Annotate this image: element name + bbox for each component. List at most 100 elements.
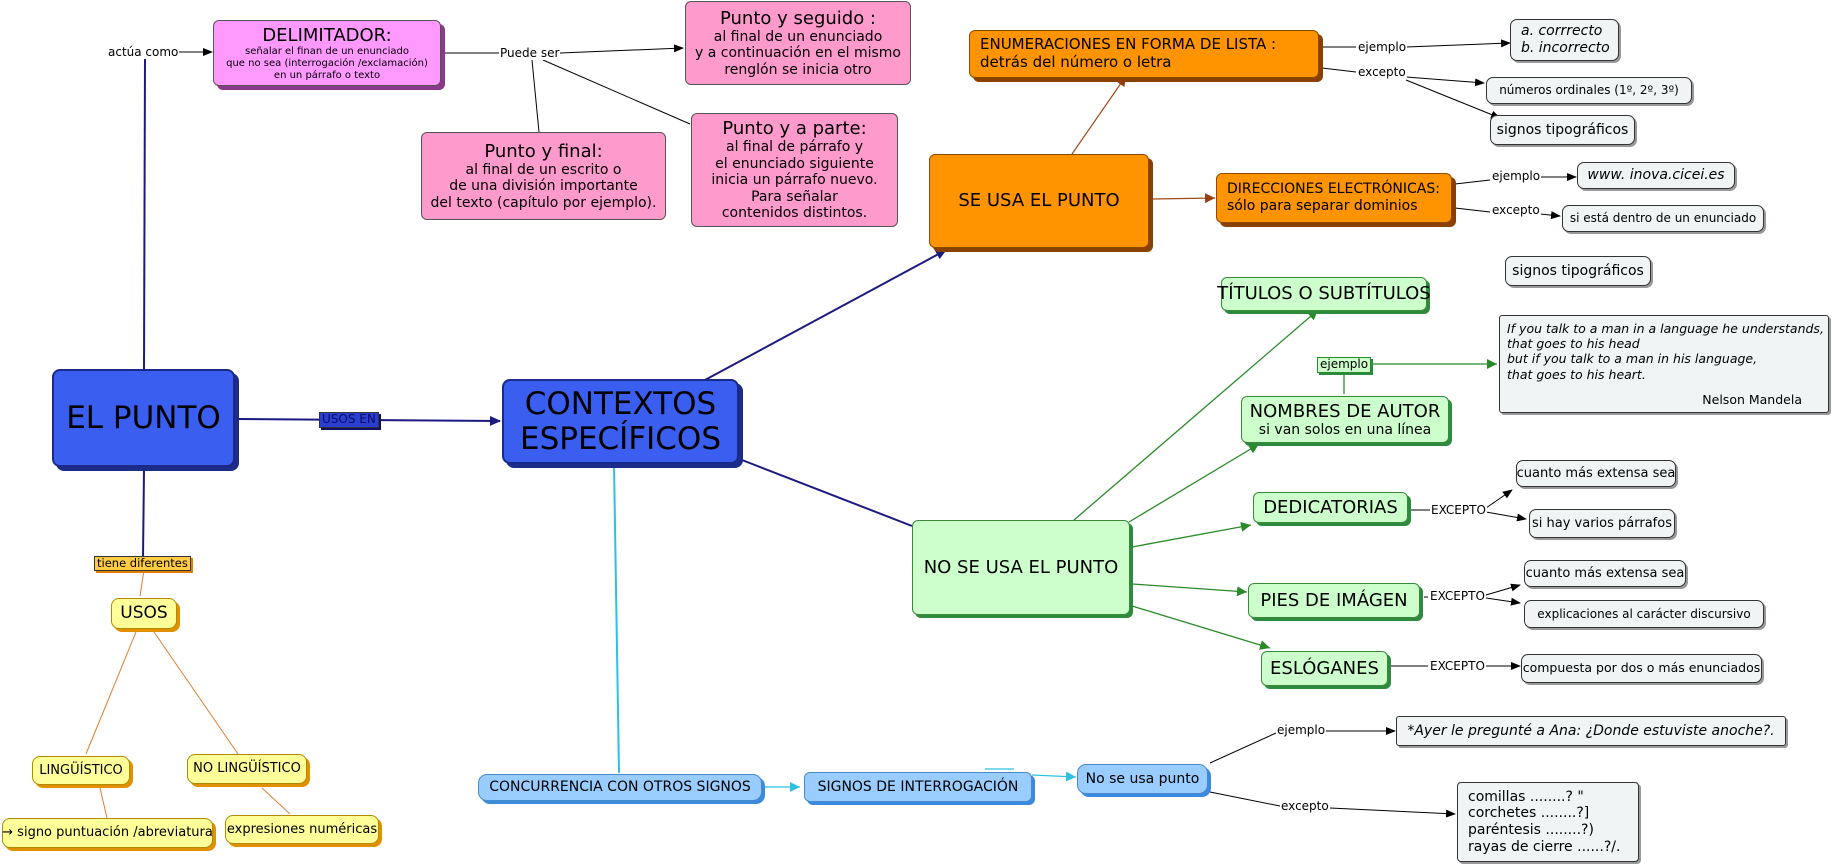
node-comillas[interactable]: comillas ........? " corchetes ........?… xyxy=(1457,782,1639,862)
node-esloganes-text: ESLÓGANES xyxy=(1270,657,1379,679)
node-el-punto[interactable]: EL PUNTO xyxy=(52,369,235,467)
node-nombres-autor[interactable]: NOMBRES DE AUTOR si van solos en una lín… xyxy=(1241,396,1449,443)
node-expresiones[interactable]: expresiones numéricas xyxy=(225,815,379,844)
node-comillas-line1: comillas ........? " xyxy=(1468,788,1584,805)
connector-excepto-explicaciones xyxy=(1485,597,1521,606)
node-compuesta[interactable]: compuesta por dos o más enunciados xyxy=(1521,654,1762,683)
node-enumeraciones[interactable]: ENUMERACIONES EN FORMA DE LISTA : detrás… xyxy=(969,30,1319,78)
node-se-usa[interactable]: SE USA EL PUNTO xyxy=(929,154,1149,248)
node-punto-final-line1: al final de un escrito o xyxy=(465,161,622,178)
node-punto-aparte[interactable]: Punto y a parte: al final de párrafo y e… xyxy=(691,113,898,227)
node-ayer[interactable]: *Ayer le pregunté a Ana: ¿Donde estuvist… xyxy=(1396,716,1786,746)
node-direcciones[interactable]: DIRECCIONES ELECTRÓNICAS: sólo para sepa… xyxy=(1216,173,1452,223)
node-concurrencia[interactable]: CONCURRENCIA CON OTROS SIGNOS xyxy=(478,774,762,801)
node-varios-parrafos-text: si hay varios párrafos xyxy=(1532,515,1672,531)
node-el-punto-text: EL PUNTO xyxy=(66,399,221,436)
connector-excepto-signos xyxy=(1405,79,1501,119)
connector-nousapunto-excepto xyxy=(1209,791,1281,807)
label-puede-ser: Puede ser xyxy=(499,46,561,61)
node-extensa-1-text: cuanto más extensa sea xyxy=(1516,465,1676,481)
node-no-linguistico[interactable]: NO LINGÜÍSTICO xyxy=(187,754,307,784)
node-titulos-text: TÍTULOS O SUBTÍTULOS xyxy=(1217,283,1431,305)
node-comillas-line3: paréntesis ........?) xyxy=(1468,822,1594,838)
node-no-se-usa-text: NO SE USA EL PUNTO xyxy=(923,556,1119,578)
node-varios-parrafos[interactable]: si hay varios párrafos xyxy=(1529,509,1675,538)
node-enumeraciones-line1: ENUMERACIONES EN FORMA DE LISTA : xyxy=(980,35,1277,54)
node-cita-line1: If you talk to a man in a language he un… xyxy=(1507,320,1824,336)
node-interrogacion[interactable]: SIGNOS DE INTERROGACIÓN xyxy=(804,772,1032,802)
node-linguistico[interactable]: LINGÜÍSTICO xyxy=(32,756,130,785)
node-usos-text: USOS xyxy=(120,603,168,624)
node-titulos[interactable]: TÍTULOS O SUBTÍTULOS xyxy=(1217,277,1431,311)
connector-dir-ejemplo xyxy=(1454,179,1491,185)
node-contextos-line1: CONTEXTOS xyxy=(524,386,717,423)
node-enum-ejemplo[interactable]: a. corrrecto b. incorrecto xyxy=(1510,19,1619,61)
node-comillas-line4: rayas de cierre ......?/. xyxy=(1468,838,1621,855)
node-concurrencia-text: CONCURRENCIA CON OTROS SIGNOS xyxy=(489,779,751,796)
node-signos-tipograficos-1-text: signos tipográficos xyxy=(1496,121,1629,138)
node-punto-aparte-line4: Para señalar xyxy=(751,188,838,205)
node-extensa-1[interactable]: cuanto más extensa sea xyxy=(1516,460,1676,487)
connector-nousapunto-ejemplo xyxy=(1209,732,1277,764)
connector-puede-final xyxy=(531,59,540,133)
node-no-se-usa-punto[interactable]: No se usa punto xyxy=(1077,764,1208,794)
node-signos-tipograficos-2[interactable]: signos tipográficos xyxy=(1505,256,1651,286)
label-usos-en: USOS EN xyxy=(319,412,379,428)
node-linguistico-text: LINGÜÍSTICO xyxy=(39,762,123,778)
node-dedicatorias[interactable]: DEDICATORIAS xyxy=(1253,492,1408,523)
node-contextos-line2: ESPECÍFICOS xyxy=(519,420,722,457)
node-punto-final-title: Punto y final: xyxy=(484,140,603,162)
connector-punto-usos xyxy=(142,469,145,559)
connector-nousa-titulos xyxy=(1073,309,1319,521)
connector-contextos-seusa xyxy=(704,249,947,381)
label-pies-excepto: EXCEPTO xyxy=(1429,589,1486,604)
node-no-se-usa[interactable]: NO SE USA EL PUNTO xyxy=(912,520,1130,615)
node-punto-aparte-line1: al final de párrafo y xyxy=(725,139,864,156)
node-pies-imagen[interactable]: PIES DE IMÁGEN xyxy=(1248,583,1420,618)
connector-seusa-enum xyxy=(1071,75,1127,155)
node-signo-puntuacion[interactable]: → signo puntuación /abreviatura xyxy=(2,818,213,848)
connector-excepto-siesta xyxy=(1539,211,1561,220)
node-punto-final-line3: del texto (capítulo por ejemplo). xyxy=(430,194,657,211)
node-punto-aparte-line5: contenidos distintos. xyxy=(721,205,868,222)
node-explicaciones-text: explicaciones al carácter discursivo xyxy=(1537,606,1751,621)
node-punto-seguido[interactable]: Punto y seguido : al final de un enuncia… xyxy=(685,1,911,85)
label-eslo-excepto: EXCEPTO xyxy=(1429,659,1486,674)
node-esloganes[interactable]: ESLÓGANES xyxy=(1261,651,1388,686)
node-delimitador[interactable]: DELIMITADOR: señalar el finan de un enun… xyxy=(213,20,441,86)
node-contextos[interactable]: CONTEXTOS ESPECÍFICOS xyxy=(502,379,739,464)
node-web-text: www. inova.cicei.es xyxy=(1587,167,1725,184)
connector-punto-actua xyxy=(143,57,146,371)
connector-nousa-eslo xyxy=(1131,605,1271,650)
node-signos-tipograficos-1[interactable]: signos tipográficos xyxy=(1490,115,1635,145)
node-ordinales[interactable]: números ordinales (1º, 2º, 3º) xyxy=(1486,77,1692,104)
label-dir-ejemplo: ejemplo xyxy=(1491,169,1542,184)
node-si-esta[interactable]: si está dentro de un enunciado xyxy=(1562,205,1764,232)
node-cita-line4: that goes to his heart. xyxy=(1507,366,1646,382)
node-extensa-2[interactable]: cuanto más extensa sea xyxy=(1524,560,1686,587)
connector-tiene-usos xyxy=(139,569,145,597)
connector-excepto-comillas xyxy=(1329,807,1456,818)
node-explicaciones[interactable]: explicaciones al carácter discursivo xyxy=(1524,600,1764,628)
connector-usos-noling xyxy=(153,631,239,755)
connector-nousa-pies xyxy=(1131,583,1248,597)
node-comillas-line2: corchetes ........?] xyxy=(1468,805,1590,822)
node-delimitador-line3: en un párrafo o texto xyxy=(273,69,381,81)
node-usos[interactable]: USOS xyxy=(111,598,177,629)
node-expresiones-text: expresiones numéricas xyxy=(226,821,378,837)
node-punto-final-line2: de una división importante xyxy=(449,178,638,195)
node-cita[interactable]: If you talk to a man in a language he un… xyxy=(1499,315,1829,413)
node-web[interactable]: www. inova.cicei.es xyxy=(1577,162,1735,189)
node-enumeraciones-line2: detrás del número o letra xyxy=(980,53,1172,71)
label-enum-ejemplo: ejemplo xyxy=(1357,40,1408,55)
label-actua-como: actúa como xyxy=(107,45,180,60)
node-punto-final[interactable]: Punto y final: al final de un escrito o … xyxy=(421,132,666,220)
node-cita-author: Nelson Mandela xyxy=(1702,391,1802,407)
node-compuesta-text: compuesta por dos o más enunciados xyxy=(1522,660,1761,676)
node-direcciones-line1: DIRECCIONES ELECTRÓNICAS: xyxy=(1227,181,1440,198)
connector-contextos-concurrencia xyxy=(613,463,620,774)
node-signos-tipograficos-2-text: signos tipográficos xyxy=(1512,262,1644,279)
connector-ejemplo-abc xyxy=(1405,39,1511,48)
node-punto-seguido-line2: y a continuación en el mismo xyxy=(695,45,901,62)
